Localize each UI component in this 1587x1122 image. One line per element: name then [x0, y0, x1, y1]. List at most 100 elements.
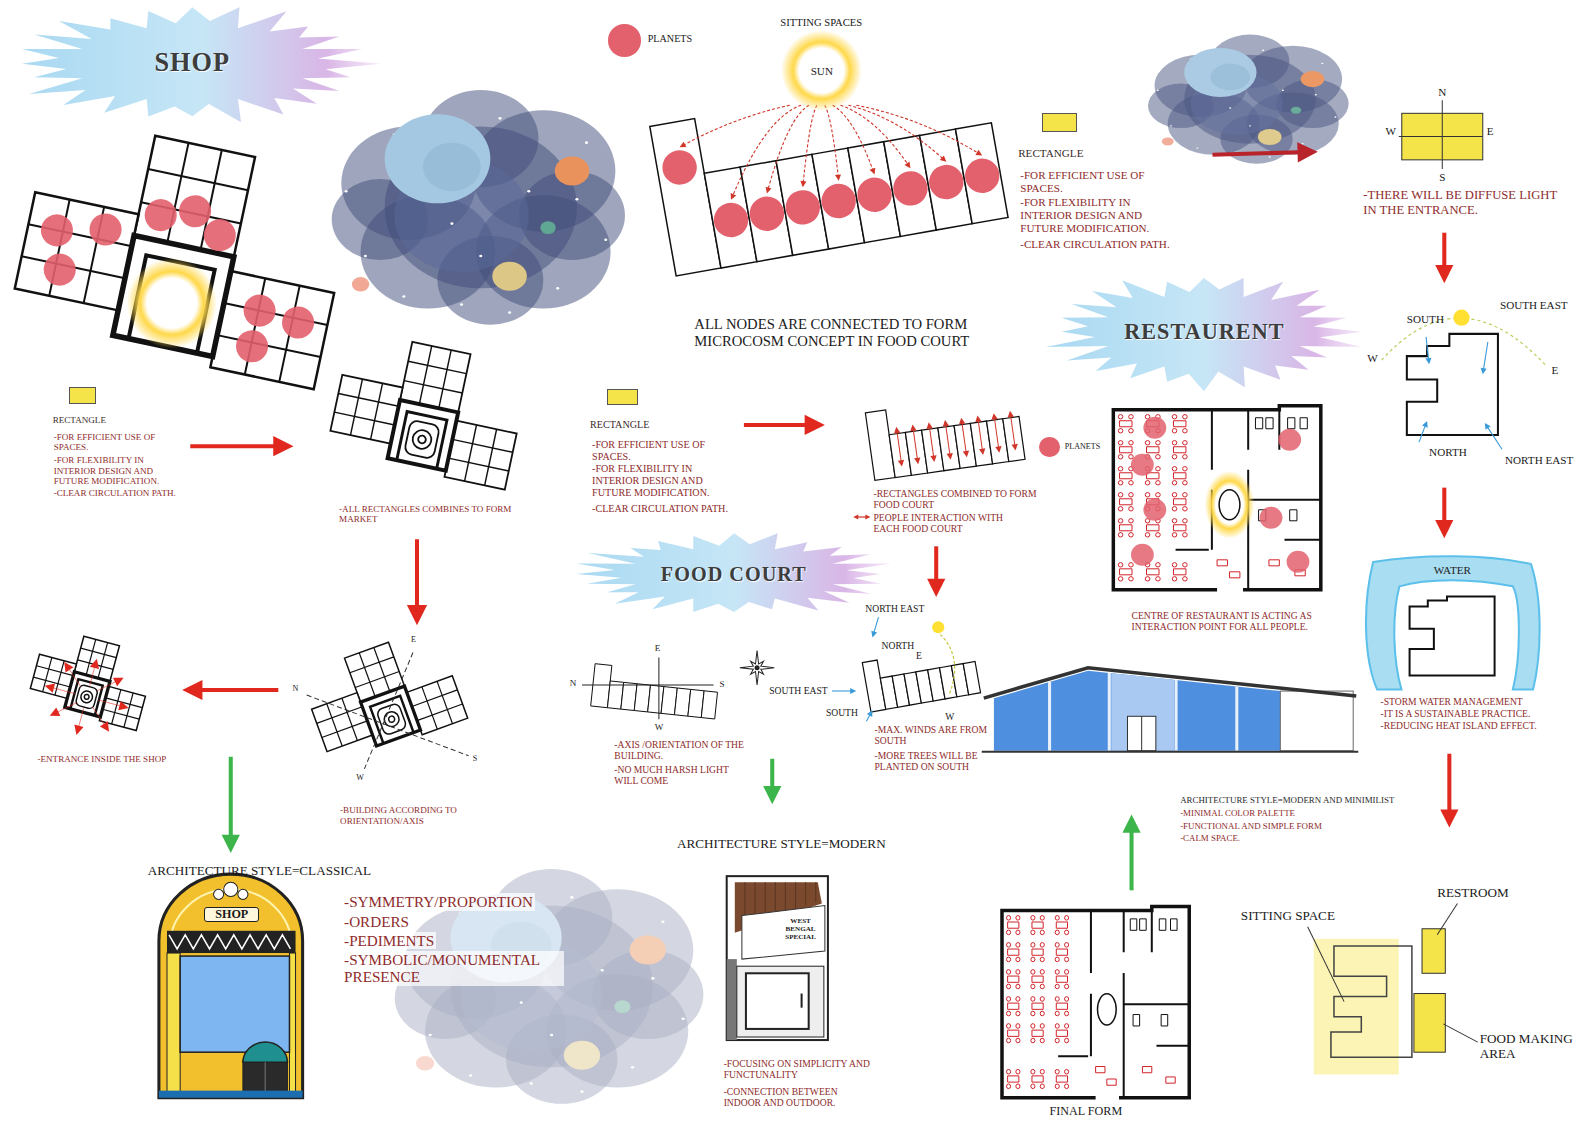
- chair: [1065, 997, 1069, 1002]
- burst-shape: [576, 533, 891, 612]
- arrow-head: [991, 413, 998, 420]
- bullet-note: -SYMMETRY/PROPORTION: [342, 893, 535, 910]
- star: [450, 222, 453, 225]
- bullet-note: -MAX. WINDS ARE FROM SOUTH: [874, 724, 995, 746]
- mullion: [1108, 673, 1111, 751]
- compass-letter: S: [1439, 171, 1445, 184]
- legend-label: RECTANGLE: [1018, 147, 1083, 160]
- compass-line: [1399, 136, 1483, 137]
- bullet-note: -STORM WATER MANAGEMENT: [1381, 696, 1558, 707]
- table: [1008, 1003, 1019, 1009]
- planet-marker: [711, 200, 751, 240]
- node-label: WATER: [1434, 564, 1471, 576]
- plan-ground: [1113, 410, 1320, 590]
- ornament: [238, 889, 248, 899]
- compass-letter: W: [1386, 125, 1397, 138]
- table: [1056, 1076, 1067, 1082]
- planet: [492, 262, 527, 291]
- zone-title: SHOP: [154, 49, 230, 78]
- bullet-note: -BUILDING ACCORDING TO ORIENTATION/AXIS: [340, 805, 477, 826]
- planet-marker: [1143, 417, 1166, 439]
- kitchen-zone: [1414, 994, 1445, 1053]
- grid-line: [81, 648, 117, 658]
- arrow-head: [118, 701, 130, 713]
- flow-arrow: [415, 539, 419, 606]
- direction-arrow: [58, 699, 76, 716]
- table: [1173, 421, 1185, 427]
- table: [1008, 922, 1019, 928]
- chair: [1172, 441, 1177, 445]
- ring-frame: [75, 684, 98, 709]
- nebula: [1148, 35, 1349, 164]
- grid-line: [327, 704, 342, 746]
- caption: NORTH EAST: [865, 603, 924, 614]
- wood-slat: [805, 882, 806, 905]
- chair: [1129, 415, 1134, 419]
- chair: [1006, 1069, 1010, 1074]
- compass-letter: W: [1367, 352, 1378, 365]
- wood-slat: [775, 882, 776, 915]
- chair: [1016, 1024, 1020, 1029]
- facade-outline: [727, 876, 828, 1040]
- arrow-head: [407, 605, 427, 625]
- planet-marker: [142, 196, 180, 234]
- direction-arrow: [97, 678, 115, 695]
- flow-arrow: [190, 444, 274, 448]
- planet-marker: [1287, 551, 1310, 573]
- chair: [1055, 997, 1059, 1002]
- star: [469, 1074, 472, 1077]
- interaction-arrow: [995, 419, 999, 447]
- arrow-head: [927, 579, 945, 597]
- arrow-head: [273, 436, 293, 456]
- grid-line: [485, 429, 497, 485]
- arrow-head: [974, 415, 981, 422]
- table: [1120, 499, 1132, 505]
- star: [1196, 147, 1198, 148]
- compass-letter: E: [655, 643, 661, 653]
- planet-marker: [855, 175, 895, 215]
- star: [601, 969, 604, 972]
- center-frame: [361, 686, 421, 746]
- chair: [1031, 957, 1035, 962]
- wind-arrow: [1419, 426, 1425, 443]
- arrow-head: [72, 725, 84, 737]
- star: [1249, 125, 1251, 126]
- wind-arrow: [832, 690, 851, 691]
- ornament: [224, 882, 238, 896]
- chair: [1118, 563, 1123, 567]
- ornament: [214, 889, 224, 899]
- chair: [1065, 970, 1069, 975]
- caption: FINAL FORM: [1050, 1105, 1123, 1119]
- chair: [1040, 1011, 1044, 1016]
- star: [364, 255, 367, 258]
- caption: CENTRE OF RESTAURANT IS ACTING AS INTERA…: [1132, 610, 1350, 632]
- food-court-strip: [591, 664, 719, 719]
- planet-marker: [962, 156, 1002, 196]
- door-fanlight: [243, 1042, 288, 1062]
- caption: ARCHITECTURE STYLE=MODERN: [677, 836, 886, 851]
- chair: [1129, 455, 1134, 459]
- door: [1127, 716, 1155, 750]
- chair: [1172, 519, 1177, 523]
- mullion: [1048, 682, 1051, 751]
- chair: [1172, 467, 1177, 471]
- chair: [1118, 455, 1123, 459]
- caption: SHOP: [204, 907, 259, 923]
- flow-arrow: [1442, 233, 1446, 266]
- arrow-head: [926, 422, 933, 429]
- grid-line: [148, 169, 248, 190]
- grid-line: [338, 393, 398, 406]
- chair: [1006, 1084, 1010, 1089]
- grid-line: [408, 361, 466, 373]
- planet: [1301, 71, 1325, 87]
- star: [631, 1066, 634, 1069]
- modern-facade: [727, 876, 828, 1040]
- center-inner: [70, 679, 102, 715]
- arrow-head: [942, 420, 949, 427]
- chair: [1031, 1084, 1035, 1089]
- arrow-head: [963, 451, 970, 458]
- chair: [1129, 577, 1134, 581]
- chair: [1183, 429, 1188, 433]
- chair: [1129, 563, 1134, 567]
- glow: [118, 250, 225, 357]
